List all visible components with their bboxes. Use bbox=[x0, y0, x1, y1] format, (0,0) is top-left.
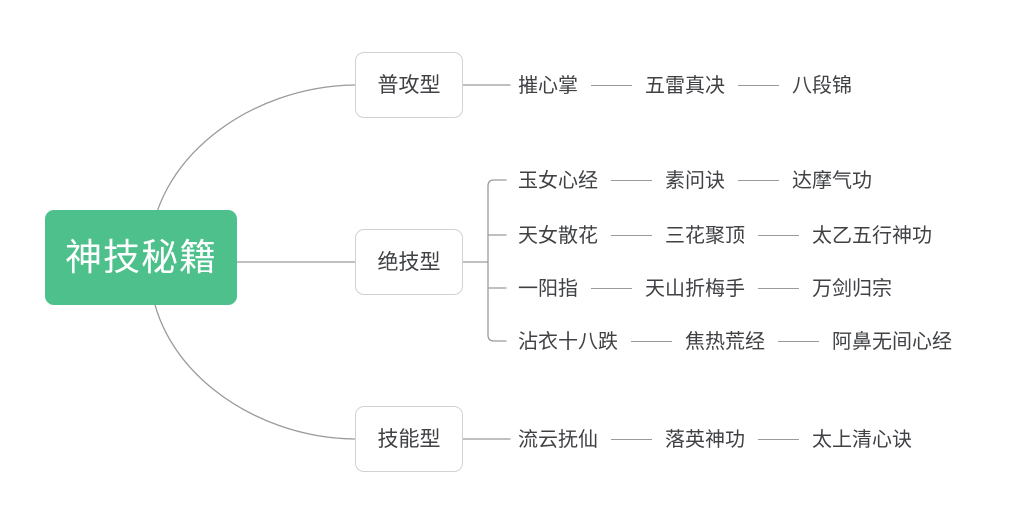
leaf-label[interactable]: 天山折梅手 bbox=[645, 276, 745, 300]
leaf-label[interactable]: 焦热荒经 bbox=[685, 329, 765, 353]
leaf-label[interactable]: 五雷真决 bbox=[645, 73, 725, 97]
leaf-label[interactable]: 太乙五行神功 bbox=[812, 223, 932, 247]
leaf-label[interactable]: 八段锦 bbox=[792, 73, 852, 97]
leaf-row: 玉女心经 素问诀 达摩气功 bbox=[518, 163, 872, 197]
leaf-connector-dash bbox=[738, 84, 779, 86]
leaf-label[interactable]: 摧心掌 bbox=[518, 73, 578, 97]
branch-node-2-label: 技能型 bbox=[377, 426, 441, 451]
leaf-connector-dash bbox=[758, 438, 799, 440]
leaf-label[interactable]: 玉女心经 bbox=[518, 168, 598, 192]
root-node[interactable]: 神技秘籍 bbox=[45, 210, 237, 305]
bracket-branch-1 bbox=[487, 179, 507, 342]
leaf-row: 天女散花 三花聚顶 太乙五行神功 bbox=[518, 218, 932, 252]
leaf-row: 沾衣十八跌 焦热荒经 阿鼻无间心经 bbox=[518, 324, 952, 358]
branch-node-0-label: 普攻型 bbox=[377, 72, 441, 97]
leaf-connector-dash bbox=[591, 84, 632, 86]
leaf-label[interactable]: 沾衣十八跌 bbox=[518, 329, 618, 353]
leaf-connector-dash bbox=[758, 234, 799, 236]
branch-node-2[interactable]: 技能型 bbox=[355, 406, 463, 472]
leaf-label[interactable]: 太上清心诀 bbox=[812, 427, 912, 451]
leaf-label[interactable]: 阿鼻无间心经 bbox=[832, 329, 952, 353]
leaf-connector-dash bbox=[758, 287, 799, 289]
leaf-connector-dash bbox=[778, 340, 819, 342]
leaf-label[interactable]: 素问诀 bbox=[665, 168, 725, 192]
leaf-row: 摧心掌 五雷真决 八段锦 bbox=[518, 68, 852, 102]
leaf-label[interactable]: 落英神功 bbox=[665, 427, 745, 451]
leaf-label[interactable]: 万剑归宗 bbox=[812, 276, 892, 300]
branch-node-1-label: 绝技型 bbox=[377, 249, 441, 274]
leaf-connector-dash bbox=[611, 234, 652, 236]
leaf-label[interactable]: 一阳指 bbox=[518, 276, 578, 300]
leaf-row: 一阳指 天山折梅手 万剑归宗 bbox=[518, 271, 892, 305]
leaf-label[interactable]: 三花聚顶 bbox=[665, 223, 745, 247]
leaf-label[interactable]: 天女散花 bbox=[518, 223, 598, 247]
leaf-connector-dash bbox=[631, 340, 672, 342]
leaf-connector-dash bbox=[591, 287, 632, 289]
branch-node-1[interactable]: 绝技型 bbox=[355, 229, 463, 295]
leaf-connector-dash bbox=[611, 438, 652, 440]
leaf-connector-dash bbox=[611, 179, 652, 181]
leaf-label[interactable]: 达摩气功 bbox=[792, 168, 872, 192]
leaf-connector-dash bbox=[738, 179, 779, 181]
leaf-label[interactable]: 流云抚仙 bbox=[518, 427, 598, 451]
root-node-label: 神技秘籍 bbox=[65, 236, 217, 279]
leaf-row: 流云抚仙 落英神功 太上清心诀 bbox=[518, 422, 912, 456]
branch-node-0[interactable]: 普攻型 bbox=[355, 52, 463, 118]
